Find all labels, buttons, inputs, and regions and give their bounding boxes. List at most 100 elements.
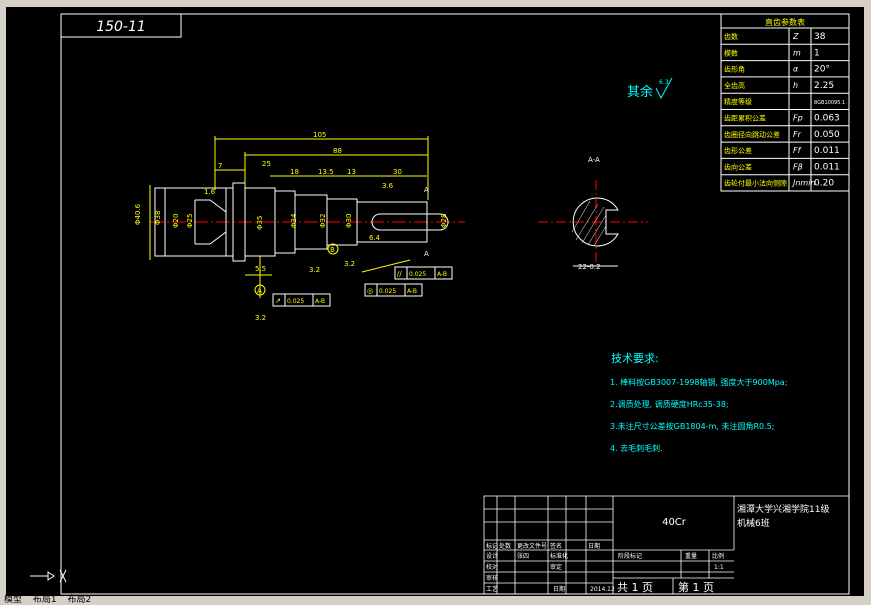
title-block-role: 校对 <box>486 563 498 571</box>
section-view-a-a: A-A 22-0.2 <box>538 156 648 271</box>
param-symbol: h <box>793 81 798 90</box>
tolerance-value: 0.025 <box>409 271 426 278</box>
dim-dia-25: Φ25 <box>186 214 194 228</box>
window-left-frame <box>0 7 6 597</box>
stage-label: 阶段标记 <box>618 552 642 560</box>
tab-layout2[interactable]: 布局2 <box>67 595 92 605</box>
param-value: 2.25 <box>814 81 834 91</box>
dim-dia-hub: Φ35 <box>256 216 264 230</box>
roughness-value: 6.3 <box>659 79 669 86</box>
title-block-header: 日期 <box>588 542 600 550</box>
param-value: 0.011 <box>814 146 840 156</box>
param-name: 精度等级 <box>724 97 752 106</box>
dim-25: 25 <box>262 160 271 168</box>
section-mark-a-top: A <box>424 186 429 194</box>
drawing-number: 150-11 <box>96 19 146 35</box>
dim-13: 13 <box>347 168 356 176</box>
date-value: 2014.12 <box>590 586 615 593</box>
param-name: 齿距累积公差 <box>724 114 766 123</box>
dim-dia-38: Φ38 <box>154 211 162 225</box>
param-value: 0.011 <box>814 162 840 172</box>
dim-7: 7 <box>218 162 222 170</box>
dim-5-5: 5.5 <box>255 265 266 273</box>
layout-tab-bar: 模型 布局1 布局2 <box>0 596 871 605</box>
param-name: 齿圈径向跳动公差 <box>724 130 780 139</box>
scale-value: 1:1 <box>714 564 724 571</box>
title-block-header: 处数 <box>499 542 511 550</box>
weight-label: 重量 <box>685 552 697 560</box>
title-block-person: 张四 <box>517 552 529 560</box>
param-name: 模数 <box>724 48 738 57</box>
tech-item: 1. 棒料按GB3007-1998轴钢, 强度大于900Mpa; <box>610 377 787 387</box>
datum-b: B <box>330 246 335 254</box>
tab-layout1[interactable]: 布局1 <box>32 595 57 605</box>
param-symbol: Fr <box>793 130 802 139</box>
dimension-lines <box>149 136 429 298</box>
section-mark-a-bottom: A <box>424 250 429 258</box>
tab-model[interactable]: 模型 <box>4 595 23 605</box>
drawing-border <box>60 13 850 595</box>
dim-13-5: 13.5 <box>318 168 334 176</box>
param-symbol: Jnmin <box>791 179 816 188</box>
param-symbol: α <box>793 65 799 74</box>
dim-key: 3.6 <box>382 182 394 190</box>
window-top-bar <box>0 0 871 7</box>
title-block-header: 标记 <box>486 542 498 550</box>
sheet-number: 第 1 页 <box>678 580 714 594</box>
param-name: 齿形角 <box>724 65 745 74</box>
tolerance-symbol: // <box>397 270 402 278</box>
material: 40Cr <box>662 517 687 528</box>
shaft-main-view <box>150 182 465 262</box>
school-line-2: 机械6班 <box>737 517 770 529</box>
tech-item: 3.未注尺寸公差按GB1804-m, 未注圆角R0.5; <box>610 421 774 431</box>
param-value: 0.20 <box>814 179 834 189</box>
window-right-frame <box>864 7 871 597</box>
param-name: 齿向公差 <box>724 162 752 171</box>
scale-label: 比例 <box>712 552 724 560</box>
dim-roughness-5: 6.4 <box>369 234 381 242</box>
param-symbol: Z <box>792 32 799 41</box>
params-table-title: 直齿参数表 <box>765 17 805 27</box>
drawing-number-box <box>60 13 182 38</box>
roughness-note: 其余 6.3 <box>627 77 673 100</box>
dim-roughness-4: 1.6 <box>204 188 216 196</box>
date-label: 日期 <box>553 585 565 593</box>
title-block-tag: 审定 <box>550 563 562 571</box>
dim-dia-28: Φ28 <box>440 214 448 228</box>
param-symbol: Fp <box>793 114 803 123</box>
roughness-label: 其余 <box>627 84 653 100</box>
dim-88: 88 <box>333 147 342 155</box>
section-label: A-A <box>588 156 600 164</box>
param-symbol: m <box>793 48 801 57</box>
title-block-role: 审核 <box>486 574 498 582</box>
param-symbol: Ff <box>793 146 802 155</box>
ucs-icon <box>30 569 67 583</box>
dim-18: 18 <box>290 168 299 176</box>
school-line-1: 湘潭大学兴湘学院11级 <box>737 503 829 515</box>
title-block-tag: 标准化 <box>550 552 568 560</box>
tech-item: 4. 去毛刺毛刺. <box>610 443 663 453</box>
tolerance-value: 0.025 <box>379 288 396 295</box>
param-value: 20° <box>814 65 830 75</box>
datum-a: A <box>257 287 262 295</box>
tech-item: 2.调质处理, 调质硬度HRc35-38; <box>610 399 729 409</box>
param-symbol: Fβ <box>793 162 803 171</box>
dim-dia-30: Φ30 <box>345 214 353 228</box>
param-value: 38 <box>814 32 826 42</box>
dim-dia-32: Φ32 <box>319 214 327 228</box>
dim-roughness-2: 3.2 <box>344 260 355 268</box>
title-block-role: 设计 <box>486 552 498 560</box>
dim-dia-20: Φ20 <box>172 214 180 228</box>
tolerance-value: 0.025 <box>287 298 304 305</box>
section-dimension: 22-0.2 <box>578 263 601 271</box>
title-block <box>483 495 850 595</box>
title-block-header: 更改文件号 <box>517 542 547 550</box>
dim-dia-34: Φ34 <box>290 213 298 228</box>
param-value: 0.050 <box>814 130 840 140</box>
dim-roughness-1: 3.2 <box>309 266 320 274</box>
param-name: 全齿高 <box>724 81 745 90</box>
tech-title: 技术要求: <box>611 352 659 365</box>
